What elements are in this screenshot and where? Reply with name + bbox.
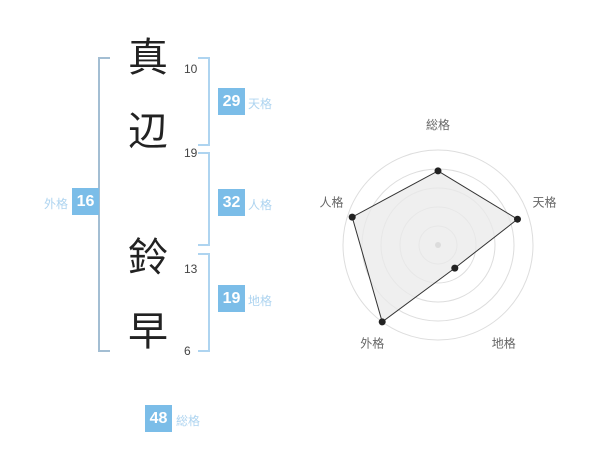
radar-axis-label: 地格	[492, 336, 516, 351]
soukaku-value: 48	[145, 405, 172, 432]
radar-data-point	[348, 213, 356, 221]
stroke-count: 10	[184, 62, 198, 76]
gaikaku-bracket	[98, 57, 110, 352]
jinkaku-value: 32	[218, 189, 245, 216]
jinkaku-label: 人格	[248, 198, 273, 212]
stroke-count: 19	[184, 146, 198, 160]
gaikaku-label: 外格	[44, 197, 69, 211]
radar-axis-label: 人格	[319, 194, 343, 209]
radar-data-point	[451, 264, 459, 272]
chikaku-label: 地格	[248, 294, 273, 308]
radar-axis-label: 天格	[532, 194, 556, 209]
tenkaku-bracket	[198, 57, 210, 146]
radar-data-point	[378, 318, 386, 326]
tenkaku-label: 天格	[248, 97, 273, 111]
chikaku-bracket	[198, 253, 210, 352]
radar-polygon	[351, 170, 519, 323]
name-char: 真	[128, 36, 168, 80]
radar-axis-label: 総格	[426, 117, 450, 132]
radar-data-point	[514, 215, 521, 223]
radar-grid-ring	[342, 149, 534, 341]
chikaku-value: 19	[218, 285, 245, 312]
stroke-count: 13	[184, 262, 198, 276]
tenkaku-value: 29	[218, 88, 245, 115]
gaikaku-value: 16	[72, 188, 99, 215]
stroke-count: 6	[184, 344, 191, 358]
name-char: 辺	[128, 110, 168, 154]
radar-axis-label: 外格	[360, 336, 384, 351]
soukaku-label: 総格	[176, 414, 201, 428]
jinkaku-bracket	[198, 152, 210, 246]
name-char: 早	[128, 310, 168, 354]
name-char: 鈴	[128, 236, 168, 280]
radar-data-point	[434, 167, 442, 175]
